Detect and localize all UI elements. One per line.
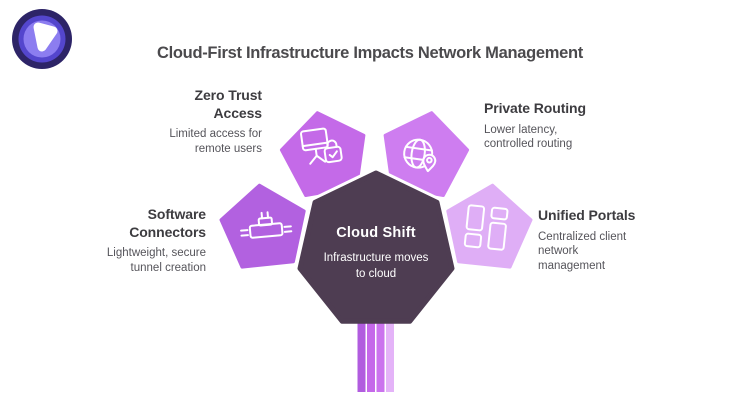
- monitor-bezel: [301, 141, 329, 148]
- center-subtitle: Infrastructure moves to cloud: [301, 250, 451, 282]
- lock-check: [328, 150, 338, 159]
- node-heading: Zero Trust Access: [132, 87, 263, 122]
- node-description: Centralized client network management: [538, 230, 668, 275]
- stem-bar: [376, 310, 385, 392]
- desc-line: remote users: [194, 142, 262, 155]
- center-heptagon: [297, 170, 455, 324]
- desc-line: network: [538, 245, 579, 258]
- desc-line: Lightweight, secure: [106, 247, 206, 259]
- globe-location-icon: [403, 138, 437, 173]
- node-description: Limited access for remote users: [132, 127, 262, 157]
- node-heading: Unified Portals: [538, 207, 668, 225]
- stem-bar: [367, 310, 375, 392]
- connector-left-leads: [240, 229, 249, 237]
- dashboard-tile: [463, 232, 483, 249]
- desc-line: Lower latency,: [484, 123, 558, 136]
- node-description: Lower latency, controlled routing: [484, 123, 624, 153]
- connector-right-leads: [283, 225, 293, 233]
- globe-meridian: [410, 138, 426, 169]
- desc-line: tunnel creation: [130, 261, 206, 274]
- node-label-unified-portals: Unified Portals Centralized client netwo…: [538, 207, 668, 274]
- center-node-label: Cloud Shift Infrastructure moves to clou…: [301, 225, 451, 282]
- connector-prongs: [260, 211, 270, 220]
- heading-line: Zero Trust: [194, 87, 263, 103]
- node-label-zero-trust-access: Zero Trust Access Limited access for rem…: [132, 87, 262, 157]
- center-title: Cloud Shift: [336, 225, 416, 241]
- brand-logo: [12, 9, 72, 69]
- node-heading: Private Routing: [484, 100, 624, 118]
- node-label-private-routing: Private Routing Lower latency, controlle…: [484, 100, 624, 152]
- stem-bar: [386, 310, 394, 392]
- monitor-pole: [314, 147, 318, 157]
- dashboard-tile: [487, 221, 507, 251]
- heading-line: Connectors: [129, 223, 206, 240]
- lock-body: [323, 145, 343, 164]
- dashboard-tile: [490, 206, 509, 221]
- connector-icon: [240, 211, 293, 239]
- heading-line: Private Routing: [484, 100, 586, 116]
- desc-line: Centralized client: [538, 230, 627, 243]
- page-title: Cloud-First Infrastructure Impacts Netwo…: [156, 44, 583, 62]
- stem-bars: [357, 310, 394, 392]
- heading-line: Unified Portals: [538, 207, 636, 223]
- stem-bar: [357, 310, 366, 392]
- dashboard-tile: [465, 204, 486, 232]
- heading-line: Access: [213, 104, 263, 121]
- dashboard-grid-icon: [463, 204, 509, 251]
- node-description: Lightweight, secure tunnel creation: [66, 246, 206, 276]
- secure-workstation-icon: [300, 127, 343, 165]
- desc-line: controlled routing: [484, 138, 573, 151]
- desc-line: management: [538, 260, 606, 273]
- connector-stub: [257, 216, 274, 227]
- desc-line: Limited access for: [169, 128, 262, 140]
- subtitle-line: to cloud: [355, 268, 397, 281]
- location-pin-dot: [426, 156, 433, 164]
- node-label-software-connectors: Software Connectors Lightweight, secure …: [66, 206, 206, 276]
- lock-shackle: [326, 139, 338, 150]
- heading-line: Software: [147, 206, 206, 222]
- monitor-legs: [309, 154, 327, 165]
- node-heading: Software Connectors: [66, 206, 206, 241]
- logo-pick-icon: [33, 22, 58, 52]
- subtitle-line: Infrastructure moves: [323, 252, 429, 264]
